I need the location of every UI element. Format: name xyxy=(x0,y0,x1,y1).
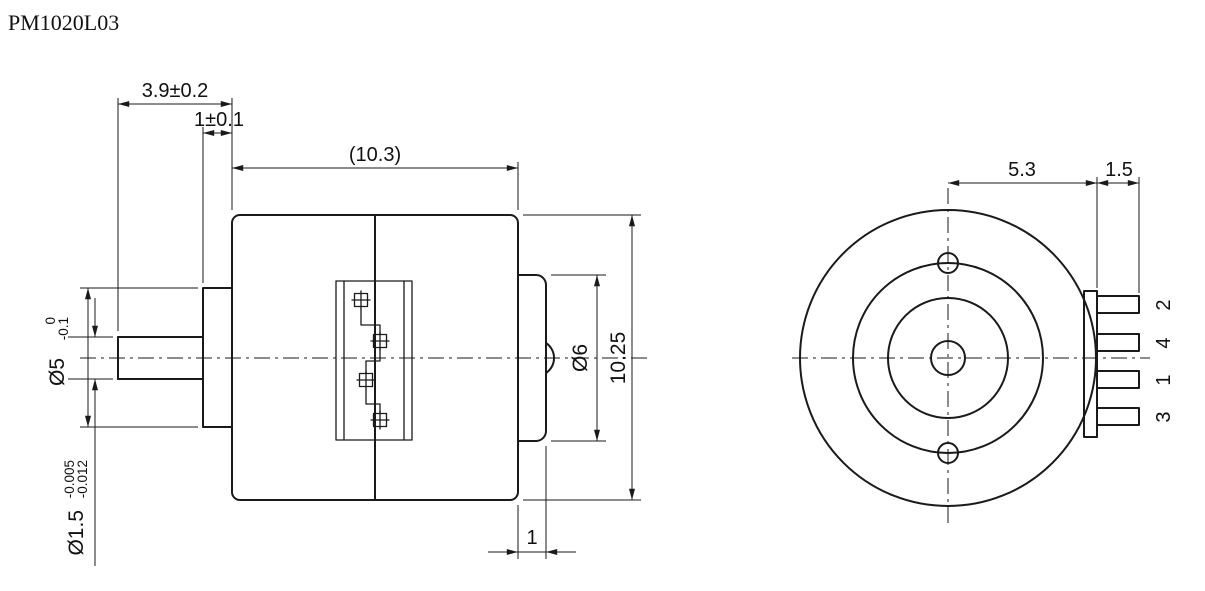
svg-text:-0.005: -0.005 xyxy=(62,460,77,498)
rear-boss xyxy=(517,274,547,442)
dim-boss-diameter: Ø5 0 -0.1 xyxy=(43,287,198,428)
pin xyxy=(1096,295,1140,314)
pilot-boss-circle xyxy=(887,297,1009,419)
dim-shaft-diameter: Ø1.5 -0.005 -0.012 xyxy=(62,298,113,566)
pin-label: 2 xyxy=(1153,299,1175,310)
pin-label: 1 xyxy=(1153,374,1175,385)
dim-body-length-text: (10.3) xyxy=(349,144,401,166)
svg-text:0: 0 xyxy=(43,317,58,325)
shaft-boss xyxy=(202,287,233,428)
solder-pad xyxy=(351,290,371,310)
terminal-trace xyxy=(360,308,381,335)
dim-body-length: (10.3) xyxy=(232,144,519,210)
terminal-trace xyxy=(365,388,381,414)
svg-text:Ø6: Ø6 xyxy=(569,344,592,372)
terminal-block xyxy=(1083,290,1098,438)
terminal-detail xyxy=(335,280,413,441)
solder-pad xyxy=(370,410,390,430)
solder-pad xyxy=(370,331,390,351)
svg-text:10.25: 10.25 xyxy=(607,332,630,385)
dim-boss-length-text: 1±0.1 xyxy=(194,109,244,131)
drawing-number: PM1020L03 xyxy=(8,10,119,35)
dim-rear-boss-length: 1 xyxy=(488,446,576,559)
dim-rear-boss-length-text: 1 xyxy=(526,527,537,549)
svg-text:Ø5: Ø5 xyxy=(46,358,69,386)
dim-rear-boss-diameter: Ø6 xyxy=(551,274,606,442)
pin-label: 4 xyxy=(1153,337,1175,348)
dim-pin-base-offset: 5.3 xyxy=(948,159,1098,288)
pin xyxy=(1096,407,1140,426)
terminal-trace xyxy=(365,347,381,374)
dim-shaft-diameter-label: Ø1.5 -0.005 -0.012 xyxy=(62,460,90,556)
terminal-frame xyxy=(335,280,413,441)
dim-shaft-length-text: 3.9±0.2 xyxy=(142,80,209,102)
dim-boss-diameter-label: Ø5 0 -0.1 xyxy=(43,317,71,386)
pin xyxy=(1096,333,1140,352)
dim-rear-boss-diameter-label: Ø6 xyxy=(569,344,592,372)
dim-shaft-length: 3.9±0.2 xyxy=(117,80,233,331)
front-view: 2 4 1 3 5.3 1.5 xyxy=(792,159,1175,524)
pin-label: 3 xyxy=(1153,411,1175,422)
shaft-hole-circle xyxy=(930,340,966,376)
dim-boss-length: 1±0.1 xyxy=(194,109,244,283)
mounting-hole-bottom xyxy=(937,442,959,464)
dim-body-diameter: 10.25 xyxy=(523,214,641,501)
solder-pad xyxy=(356,370,376,390)
mounting-hole-top xyxy=(937,252,959,274)
rear-shaft-nub xyxy=(545,342,555,374)
dim-pin-length: 1.5 xyxy=(1097,159,1140,293)
svg-text:Ø1.5: Ø1.5 xyxy=(65,510,88,556)
svg-text:-0.1: -0.1 xyxy=(56,317,71,340)
side-view: 3.9±0.2 1±0.1 (10.3) Ø5 0 -0.1 xyxy=(43,80,650,566)
pin-labels: 2 4 1 3 xyxy=(1153,299,1175,422)
pin xyxy=(1096,370,1140,389)
dim-pin-base-offset-text: 5.3 xyxy=(1008,159,1036,181)
dim-body-diameter-label: 10.25 xyxy=(607,332,630,385)
svg-text:-0.012: -0.012 xyxy=(75,460,90,498)
dim-pin-length-text: 1.5 xyxy=(1105,159,1133,181)
flange-circle xyxy=(852,262,1044,454)
